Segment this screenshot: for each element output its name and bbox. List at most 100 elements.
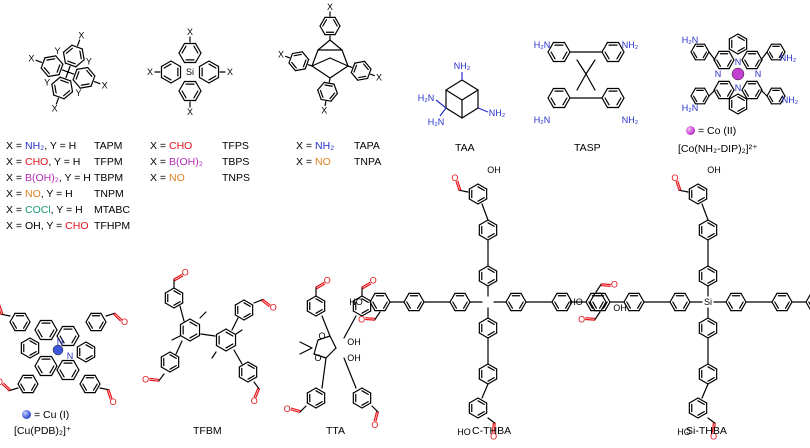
bond <box>760 51 768 61</box>
ring-double-bond <box>12 321 17 329</box>
ring-bond <box>384 301 391 312</box>
ring-double-bond <box>636 301 642 309</box>
bond <box>329 39 343 51</box>
ring-bond <box>566 301 573 312</box>
aldehyde-o-label: O <box>370 276 377 286</box>
bond <box>369 73 375 77</box>
ring-bond <box>315 387 326 394</box>
ring-bond <box>617 87 625 99</box>
tfps-code: TFPS <box>222 140 249 152</box>
ring-bond <box>17 374 24 385</box>
cho-double-bond <box>174 275 184 282</box>
ring-double-bond <box>592 301 598 309</box>
bond <box>461 79 479 91</box>
ring-bond <box>291 51 303 55</box>
ring-double-bond <box>774 301 780 309</box>
ring-bond <box>697 412 708 419</box>
ring-bond <box>601 51 609 63</box>
ring-bond <box>194 42 202 54</box>
ring-bond <box>707 363 718 370</box>
ring-bond <box>520 292 527 303</box>
bond <box>179 305 185 322</box>
cho-double-bond <box>365 317 376 319</box>
ring-bond <box>478 219 489 226</box>
ring-double-bond <box>463 301 468 309</box>
bond <box>461 107 479 119</box>
ring-bond <box>20 337 31 344</box>
ring-bond <box>169 366 180 373</box>
ring-double-bond <box>20 383 25 391</box>
tfps-row-2: X = NO TNPS <box>150 172 251 184</box>
ring-bond <box>334 25 341 36</box>
ring-bond <box>20 352 31 359</box>
ring-double-bond <box>487 331 495 336</box>
ring-bond <box>464 292 471 303</box>
cho-double-bond <box>108 389 113 399</box>
ring-double-bond <box>315 309 323 314</box>
cho-bond <box>105 312 116 317</box>
tbps-code: TBPS <box>222 156 250 168</box>
ring-bond <box>737 93 748 100</box>
aldehyde-o-label: O <box>270 302 277 312</box>
ring-double-bond <box>243 313 251 318</box>
cho-double-bond <box>1 383 10 392</box>
ring-double-bond <box>707 222 715 227</box>
ring-bond <box>698 219 709 226</box>
ring-bond <box>306 295 317 302</box>
bond <box>285 55 291 59</box>
ring-bond <box>85 356 96 363</box>
cho-bond <box>8 387 19 392</box>
ring-bond <box>234 299 245 306</box>
ring-bond <box>34 355 42 367</box>
ring-double-bond <box>562 51 568 60</box>
ring-bond <box>786 292 793 303</box>
tapa-row-0: X = NH₂ TAPA <box>296 140 380 152</box>
cu-legend: = Cu (I) <box>22 408 69 422</box>
ring-double-bond <box>487 222 495 227</box>
ring-double-bond <box>60 79 69 84</box>
cho-double-bond <box>600 285 611 287</box>
ring-bond <box>771 292 778 303</box>
ring-bond <box>76 66 89 70</box>
ring-double-bond <box>737 106 745 112</box>
ring-bond <box>589 292 596 303</box>
ring-bond <box>418 292 425 303</box>
ring-bond <box>505 292 512 303</box>
ring-double-bond <box>163 75 172 81</box>
co-ball-icon <box>686 126 695 135</box>
bond <box>199 311 207 319</box>
ring-bond <box>468 397 479 404</box>
ring-bond <box>225 344 237 352</box>
ring-bond <box>160 366 171 373</box>
ring-double-bond <box>208 75 217 81</box>
bond <box>313 339 319 355</box>
y-substituent-label: Y <box>86 56 92 66</box>
ring-bond <box>766 43 773 53</box>
ring-bond <box>487 363 498 370</box>
ring-double-bond <box>768 95 774 103</box>
ring-bond <box>51 76 61 85</box>
ring-bond <box>478 234 489 241</box>
sithba-caption: Si-THBA <box>686 425 727 437</box>
ring-bond <box>363 60 372 70</box>
ring-bond <box>688 183 699 190</box>
cho-double-bond <box>173 273 183 280</box>
cho-double-bond <box>315 281 325 288</box>
ring-bond <box>79 85 92 89</box>
cu-ball-icon <box>22 410 31 419</box>
bond <box>235 329 243 335</box>
ring-bond <box>688 397 699 404</box>
ring-bond <box>247 376 258 383</box>
co-complex-caption: [Co(NH₂-DIP)₂]²⁺ <box>678 143 758 155</box>
ring-double-bond <box>329 92 336 100</box>
aldehyde-o-label: O <box>451 173 458 183</box>
ring-bond <box>32 374 39 385</box>
ring-bond <box>34 329 42 341</box>
cobalt-center <box>731 67 745 81</box>
cho-double-bond <box>113 314 121 322</box>
ring-double-bond <box>707 279 715 284</box>
tapm-row-5: X = OH, Y = CHO TFHPM <box>6 220 131 232</box>
aldehyde-o-label: O <box>578 314 585 324</box>
bond <box>585 73 596 91</box>
ring-double-bond <box>452 301 457 309</box>
